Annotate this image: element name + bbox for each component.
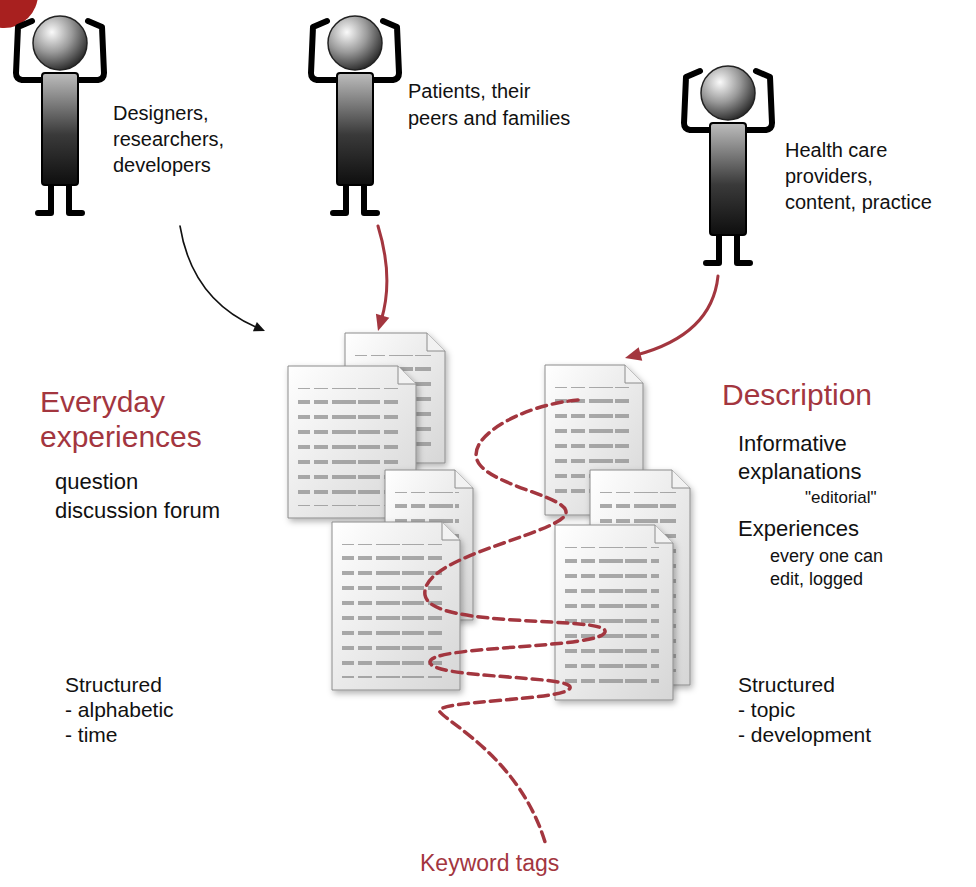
arrow-head [253, 322, 265, 331]
section-text: Informative explanations [738, 430, 888, 485]
arrow-heads [625, 347, 642, 361]
annotation-label: Structured [738, 673, 835, 697]
arrow-head [625, 347, 642, 361]
arrow-head [376, 314, 389, 331]
role-label: Health care providers, content, practice [785, 137, 947, 215]
person-figure: Health care providers, content, practice [678, 55, 953, 274]
section-note: every one can edit, logged [770, 545, 895, 590]
section-text: Experiences [738, 515, 898, 543]
illustration-part [427, 333, 445, 351]
document-stack: Everyday experiences question discussion … [38, 333, 473, 693]
connector-arrow [180, 226, 265, 331]
head [33, 16, 87, 70]
document-stack-right [545, 365, 690, 700]
person-icon [305, 5, 415, 220]
annotation-label: - alphabetic [65, 698, 174, 722]
section-heading: Description [722, 378, 922, 413]
illustration-part [342, 544, 446, 678]
person-figure: Patients, their peers and families [305, 5, 585, 224]
illustration-part [672, 470, 690, 488]
illustration-part [555, 525, 673, 700]
torso [42, 73, 78, 185]
section-note: "editorial" [805, 488, 925, 508]
illustration-part [332, 522, 460, 690]
section-heading: Everyday experiences [40, 385, 240, 454]
leg [333, 183, 346, 213]
document-stack-left [288, 333, 473, 690]
leg [38, 183, 51, 213]
illustration-part [442, 522, 460, 540]
leg [706, 233, 719, 263]
arrow-heads [376, 314, 389, 331]
illustration-part [455, 470, 473, 488]
leg [737, 233, 750, 263]
arrow-heads [253, 322, 265, 331]
leg [69, 183, 82, 213]
annotation-label: - development [738, 723, 871, 747]
annotation-label: - time [65, 723, 118, 747]
connector-line [636, 276, 718, 355]
role-label: Designers, researchers, developers [113, 100, 258, 178]
document-stack: DescriptionInformative explanations "edit… [540, 360, 945, 705]
illustration-part [398, 366, 416, 384]
illustration-part [625, 365, 643, 383]
annotation-label: - topic [738, 698, 795, 722]
torso [710, 123, 746, 235]
person-icon [678, 55, 788, 270]
role-label: Patients, their peers and families [408, 78, 578, 132]
document-icon [555, 525, 673, 700]
illustration-part [565, 547, 659, 687]
connector-arrow [625, 276, 718, 361]
annotation-label: Structured [65, 673, 162, 697]
document-icon [332, 522, 460, 690]
keyword-tag-line [425, 400, 605, 842]
person-figure: Designers, researchers, developers [10, 5, 270, 224]
leg [364, 183, 377, 213]
head [701, 66, 755, 120]
connector-line [180, 226, 258, 328]
person-icon [10, 5, 120, 220]
connector-arrow [376, 226, 389, 331]
illustration-part [655, 525, 673, 543]
connector-line [378, 226, 387, 320]
head [328, 16, 382, 70]
torso [337, 73, 373, 185]
section-text: question discussion forum [55, 468, 230, 525]
annotation-label: Keyword tags [420, 850, 559, 877]
